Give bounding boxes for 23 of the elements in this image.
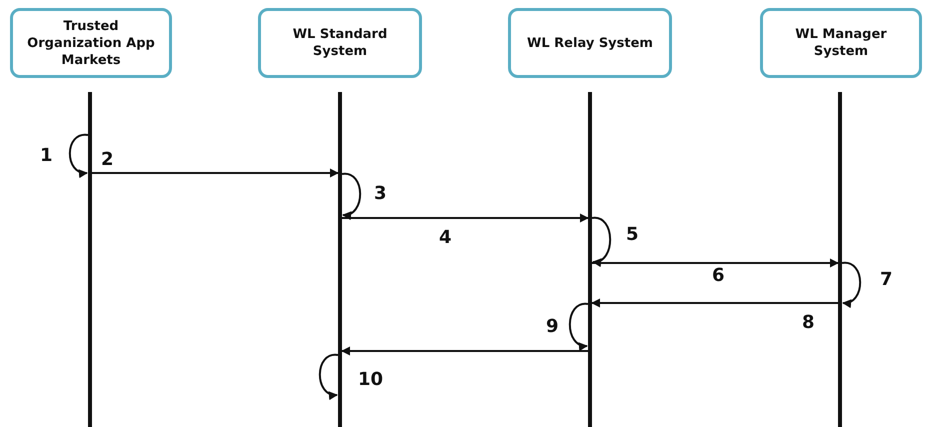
message-arrow: [92, 168, 339, 178]
message-arrow: [341, 346, 588, 356]
self-loop-arrow: [68, 134, 88, 177]
message-arrow: [591, 298, 838, 308]
participant-name: WL Standard System: [292, 26, 388, 60]
lifeline: [88, 92, 92, 427]
self-loop-arrow: [318, 354, 338, 399]
participant-name: WL Relay System: [526, 34, 654, 52]
participant-box: [258, 8, 422, 78]
self-loop-arrow: [592, 217, 612, 266]
participant-name: WL Manager System: [794, 26, 888, 60]
message-arrow: [342, 214, 589, 222]
self-loop-arrow: [842, 262, 862, 307]
message-arrow: [592, 258, 839, 268]
lifeline: [338, 92, 342, 427]
self-loop-arrow: [568, 303, 588, 350]
participant-box: [508, 8, 672, 78]
participant-name: Trusted Organization App Markets: [26, 18, 156, 68]
lifeline: [838, 92, 842, 427]
self-loop-arrow: [342, 173, 362, 219]
participant-box: [760, 8, 922, 78]
participant-box: [10, 8, 172, 78]
lifeline: [588, 92, 592, 427]
